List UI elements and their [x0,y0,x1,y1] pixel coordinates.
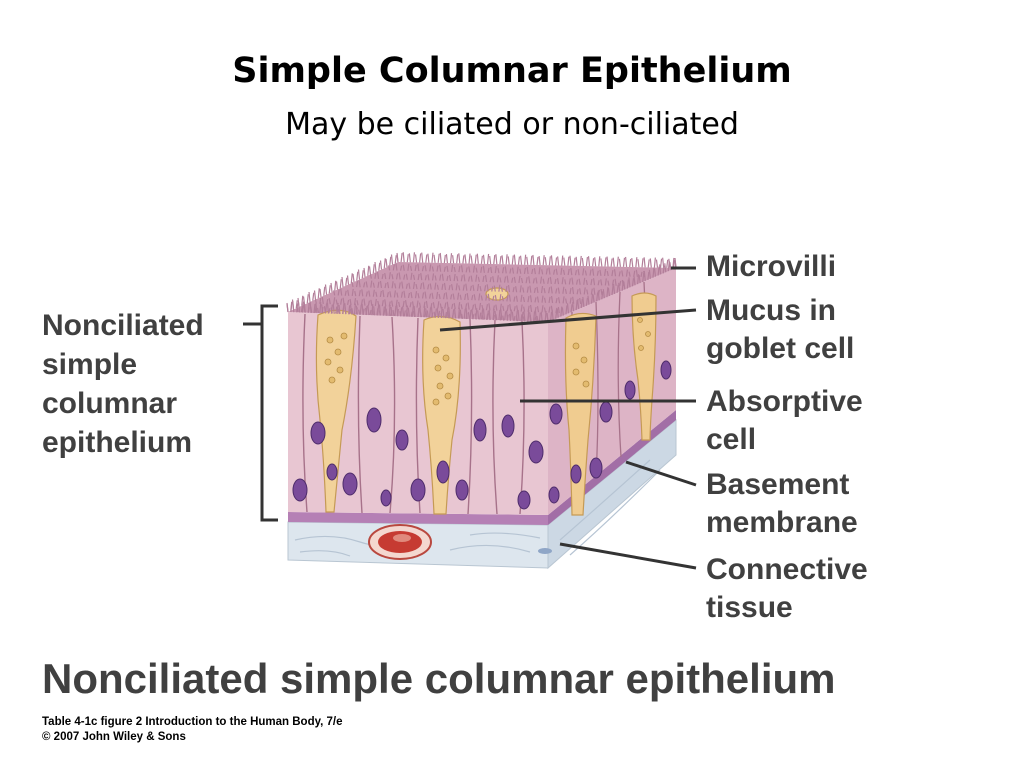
callout-connective-line-2: tissue [706,591,793,624]
callout-mucus-line-2: goblet cell [706,332,855,365]
callout-basement: Basement membrane [706,466,858,542]
blood-vessel [368,524,432,560]
credit-line-1: Table 4-1c figure 2 Introduction to the … [42,716,343,728]
microvilli [286,252,677,323]
figure-caption: Nonciliated simple columnar epithelium [42,655,836,702]
callout-absorptive-line-2: cell [706,423,757,456]
slide-subtitle: May be ciliated or non-ciliated [285,107,739,142]
callout-microvilli: Microvilli [706,248,836,286]
leader-lines [439,266,697,570]
callout-basement-line-2: membrane [706,506,858,539]
callout-connective: Connective tissue [706,551,868,627]
tissue-type-label: Noncil​iated simple columnar epithelium [42,306,257,462]
tissue-label-line-3: columnar [42,387,178,420]
callout-mucus: Mucus in goblet cell [706,292,854,368]
nuclei [292,360,672,510]
callout-connective-line-1: Connective [706,553,868,586]
callout-basement-line-1: Basement [706,468,850,501]
tissue-label-line-2: simple [42,348,138,381]
goblet-cells [315,287,657,516]
credit-line-2: © 2007 John Wiley & Sons [42,731,186,743]
cell-front-face [288,312,548,515]
callout-microvilli-line-1: Microvilli [706,250,837,283]
left-bracket [243,304,278,522]
tissue-label-line-4: epithelium [42,426,193,459]
tissue-label-line-1: Noncil​iated [42,309,204,342]
callout-absorptive: Absorptive cell [706,383,863,459]
callout-absorptive-line-1: Absorptive [706,385,863,418]
callout-mucus-line-1: Mucus in [706,294,837,327]
slide-title: Simple Columnar Epithelium [232,51,792,91]
